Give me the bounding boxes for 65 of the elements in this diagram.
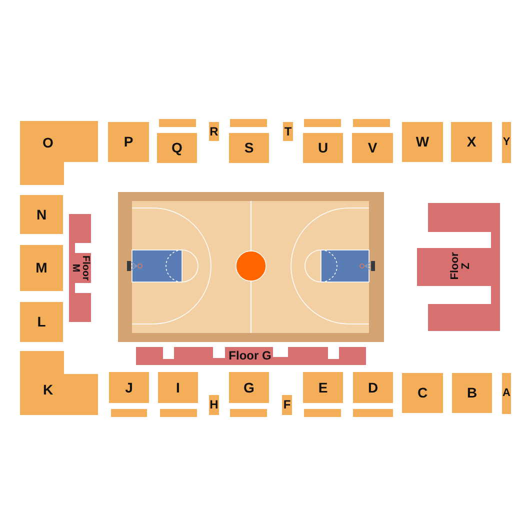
floor-seating-section — [69, 214, 91, 322]
seating-section — [20, 195, 63, 234]
section-label: S — [244, 140, 254, 156]
seating-section — [402, 122, 443, 162]
section-label: P — [124, 134, 134, 150]
section-label: W — [416, 134, 430, 150]
section-label: L — [37, 314, 46, 330]
seating-section — [20, 121, 98, 185]
seating-section — [229, 372, 269, 403]
section-label: R — [210, 125, 218, 138]
seating-section — [353, 119, 390, 127]
seating-section — [20, 302, 63, 342]
seating-section — [20, 351, 98, 415]
seating-section — [229, 133, 269, 163]
section-label: N — [36, 207, 47, 222]
seating-section — [452, 373, 492, 413]
floor-seating-section — [136, 347, 366, 365]
section-label: Floor G — [228, 350, 272, 362]
seating-section — [209, 122, 219, 141]
seating-section — [283, 122, 293, 141]
seating-section — [502, 122, 511, 163]
section-label: V — [368, 140, 378, 156]
seating-section — [352, 133, 393, 163]
seating-section — [451, 122, 492, 162]
seating-section — [304, 409, 341, 417]
seating-section — [402, 373, 443, 413]
seating-section — [230, 119, 267, 127]
section-label: M — [36, 260, 48, 276]
seating-section — [230, 409, 267, 417]
section-label: C — [417, 386, 428, 400]
section-label: E — [318, 380, 328, 395]
seating-section — [20, 245, 63, 291]
floor-seating-section — [417, 203, 500, 331]
section-label: O — [42, 136, 54, 150]
seating-section — [303, 133, 343, 163]
section-label: F — [283, 398, 291, 412]
section-label: X — [466, 134, 476, 150]
seating-section — [108, 122, 149, 162]
section-label: T — [284, 125, 292, 138]
section-label: U — [318, 140, 328, 156]
seating-section — [209, 395, 219, 415]
seating-section — [282, 395, 292, 415]
seating-section — [158, 372, 198, 403]
seating-section — [353, 409, 393, 417]
seating-section — [157, 133, 197, 163]
section-label: H — [210, 398, 218, 412]
seating-section — [502, 373, 511, 414]
section-label: Y — [502, 136, 510, 148]
seating-section — [160, 409, 197, 417]
seating-section — [304, 119, 341, 127]
section-label: Floor Z — [450, 252, 472, 280]
section-label: B — [466, 386, 478, 400]
section-label: Floor M — [70, 256, 90, 280]
seating-section — [111, 409, 147, 417]
section-label: A — [502, 388, 510, 400]
section-label: Q — [172, 140, 182, 156]
seating-section — [303, 372, 343, 403]
section-label: K — [42, 382, 54, 398]
section-label: J — [125, 380, 133, 395]
seating-section — [159, 119, 196, 127]
section-label: G — [244, 380, 254, 395]
section-label: D — [368, 380, 378, 395]
seating-section — [109, 372, 149, 403]
seating-section — [353, 372, 393, 403]
section-label: I — [176, 380, 180, 395]
